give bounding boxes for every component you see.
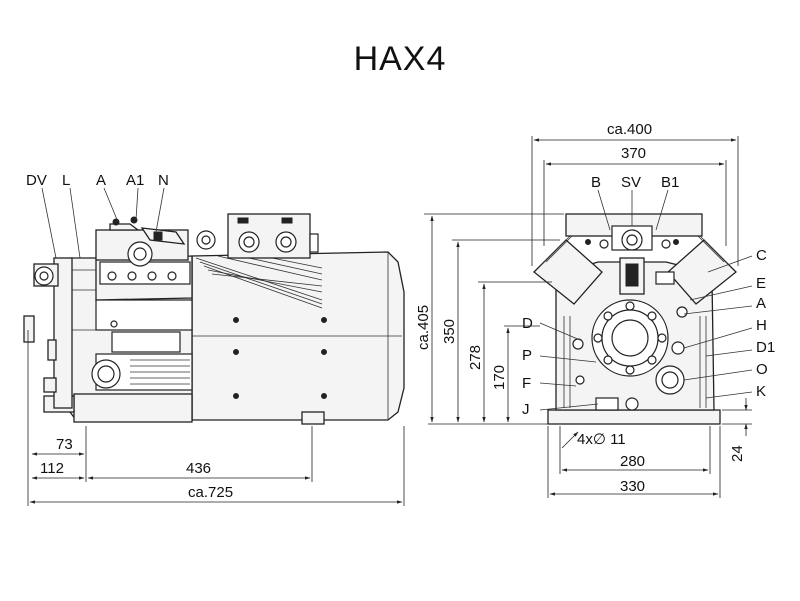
callout-c: C <box>756 247 767 264</box>
callout-n: N <box>158 172 169 189</box>
callout-f: F <box>522 375 531 392</box>
dim-350: 350 <box>441 319 458 344</box>
callout-p: P <box>522 347 532 364</box>
dim-24: 24 <box>729 445 746 462</box>
dim-280: 280 <box>620 453 645 470</box>
front-view: B SV B1 D P F J C E A H D1 O K ca.400 <box>415 121 775 498</box>
dim-ca400: ca.400 <box>607 121 652 138</box>
callout-dv: DV <box>26 172 47 189</box>
callout-b: B <box>591 174 601 191</box>
dim-436: 436 <box>186 460 211 477</box>
side-view: DV L A A1 N 73 112 436 ca.725 <box>23 172 405 506</box>
dim-330: 330 <box>620 478 645 495</box>
dim-4x-dia11: 4x∅ 11 <box>577 431 626 448</box>
dim-ca405: ca.405 <box>415 305 432 350</box>
drawing-title: HAX4 <box>353 40 447 78</box>
dim-170: 170 <box>491 365 508 390</box>
callout-sv: SV <box>621 174 641 191</box>
callout-a-front: A <box>756 295 766 312</box>
callout-h: H <box>756 317 767 334</box>
callout-b1: B1 <box>661 174 679 191</box>
motor-fins <box>195 255 323 309</box>
dim-370: 370 <box>621 145 646 162</box>
callout-a: A <box>96 172 106 189</box>
callout-l: L <box>62 172 70 189</box>
callout-d: D <box>522 315 533 332</box>
base-plate <box>547 409 721 425</box>
dim-278: 278 <box>467 345 484 370</box>
dim-ca725: ca.725 <box>188 484 233 501</box>
dim-73: 73 <box>56 436 73 453</box>
callout-j: J <box>522 401 530 418</box>
callout-o: O <box>756 361 768 378</box>
callout-a1: A1 <box>126 172 144 189</box>
callout-k: K <box>756 383 766 400</box>
callout-e: E <box>756 275 766 292</box>
callout-d1: D1 <box>756 339 775 356</box>
dim-112: 112 <box>40 460 64 477</box>
